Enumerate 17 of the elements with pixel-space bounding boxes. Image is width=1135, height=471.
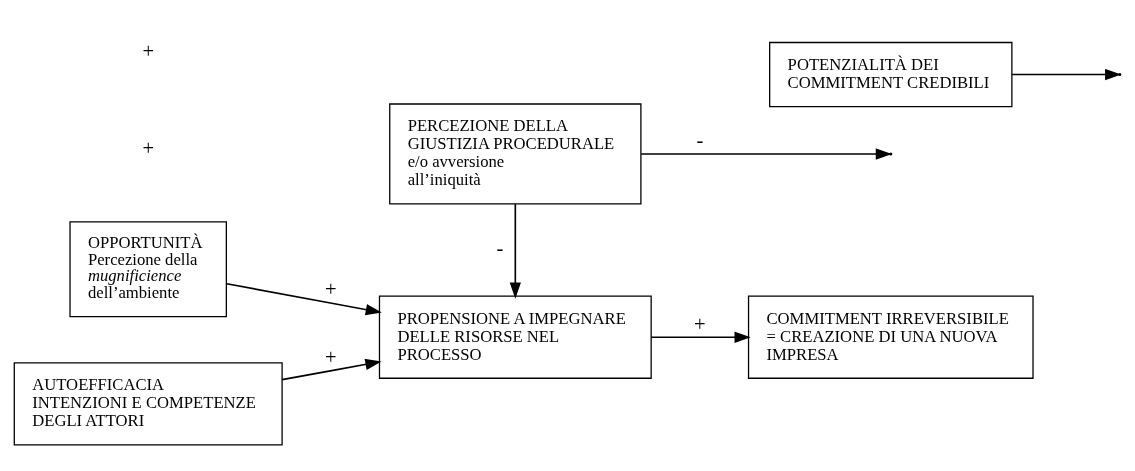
arrow [509,202,521,299]
node-box: AUTOEFFICACIA INTENZIONI E COMPETENZE DEGLI ATTORI [13,361,283,445]
label: + [142,136,154,159]
node-box: COMMITMENT IRREVERSIBILE = CREAZIONE DI UNA NUOVA IMPRESA [747,295,1034,379]
arrow [225,282,382,315]
edge-label: - [696,128,704,151]
node-box: OPPORTUNITÀ Percezione della mugnificience dell’ambiente [69,220,227,317]
edge-label: - [496,236,504,259]
edge-label: + [325,277,337,300]
arrow [281,358,382,380]
node-box: PROPENSIONE A IMPEGNARE DELLE RISORSE NEL PROCESSO [378,295,652,379]
arrow [650,331,751,343]
label: + [142,39,154,62]
edge-label: + [694,312,706,335]
edge-label: + [325,345,337,368]
node-box: POTENZIALITÀ DEI COMMITMENT CREDIBILI [769,41,1013,107]
node-box: PERCEZIONE DELLA GIUSTIZIA PROCEDURALE e/o avversione all’iniquità [389,102,642,205]
